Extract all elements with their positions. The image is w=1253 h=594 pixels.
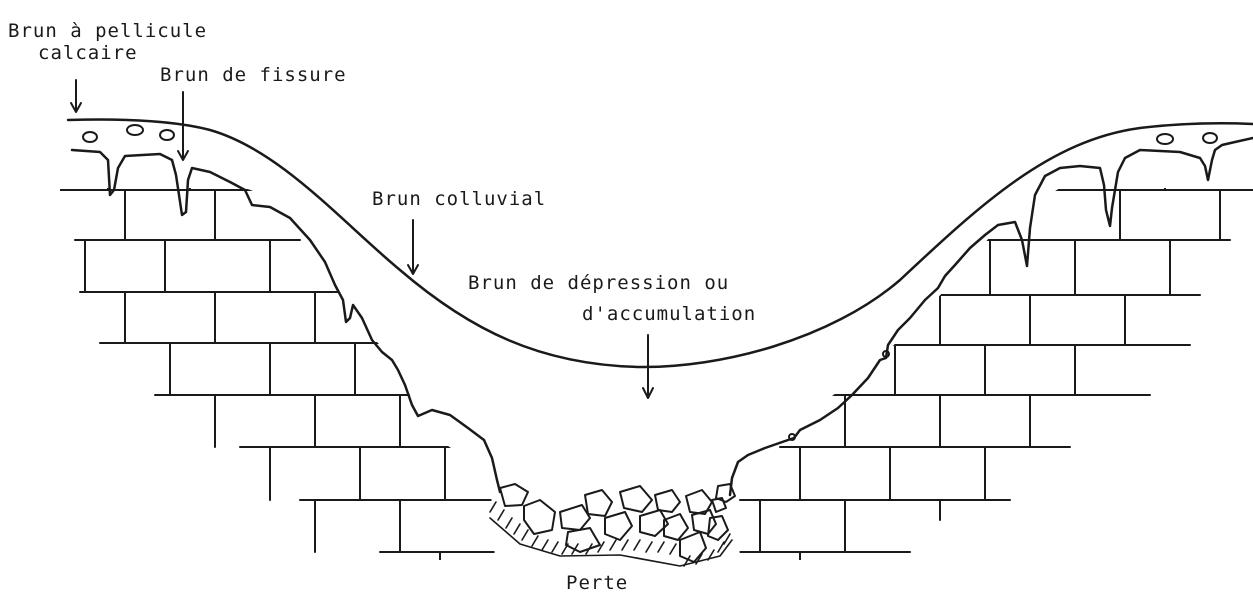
label-brun-de-depression: Brun de dépression ou <box>468 272 729 294</box>
label-brun-de-depression-line2: d'accumulation <box>582 303 756 325</box>
label-brun-colluvial: Brun colluvial <box>372 188 546 210</box>
soil-bedrock-contact-right <box>730 138 1253 495</box>
label-brun-pellicule-calcaire-line2: calcaire <box>38 42 138 64</box>
label-perte: Perte <box>566 572 628 594</box>
limestone-bedrock-left <box>60 152 495 575</box>
label-brun-pellicule-calcaire: Brun à pellicule <box>8 20 207 42</box>
limestone-bedrock-right <box>740 155 1253 578</box>
surface-pebbles <box>83 125 1217 144</box>
label-brun-de-fissure: Brun de fissure <box>160 64 347 86</box>
perte-rubble-fill <box>500 484 735 562</box>
